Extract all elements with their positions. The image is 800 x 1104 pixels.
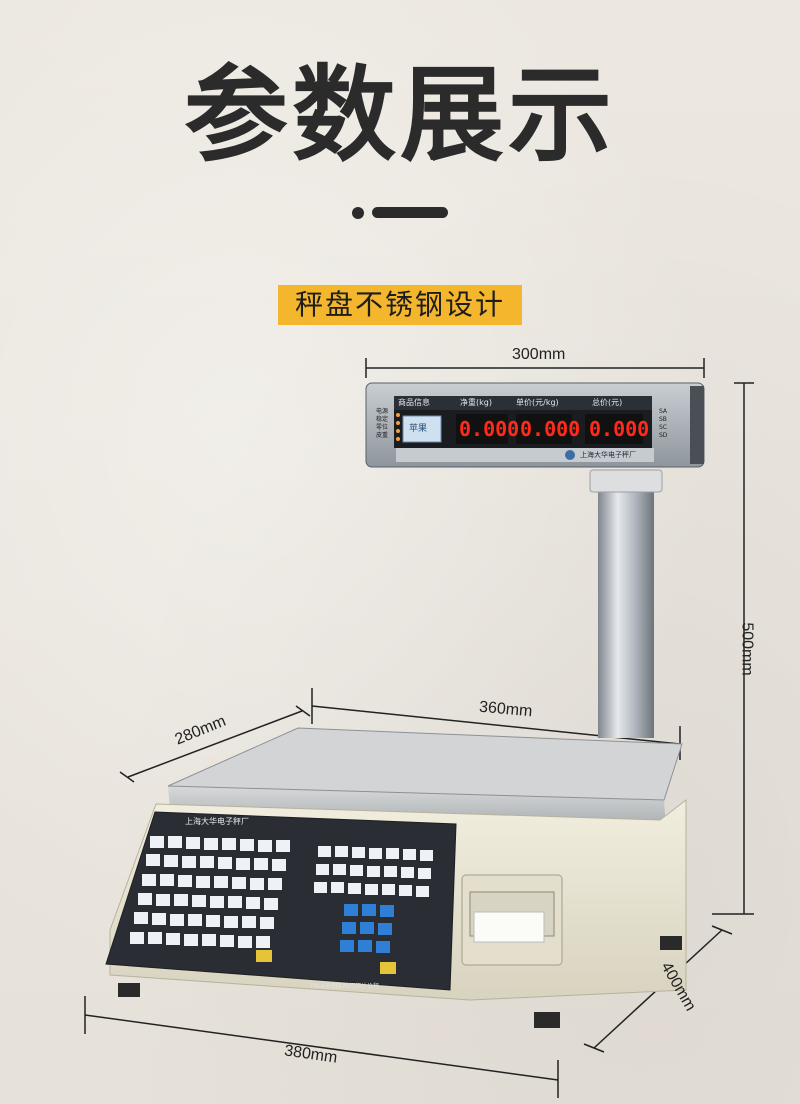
decorative-bar — [372, 207, 448, 218]
display-brand: 上海大华电子秤厂 — [580, 451, 636, 459]
display-total-value: 0.000 — [589, 417, 650, 441]
feature-badge: 秤盘不锈钢设计 — [278, 285, 522, 325]
display-header-unit-price: 单价(元/kg) — [516, 398, 559, 407]
display-header-total: 总价(元) — [592, 398, 623, 407]
keypad-right — [314, 846, 433, 897]
keypad-left — [130, 836, 290, 948]
display-label-sb: SB — [659, 416, 667, 423]
decorative-dot — [352, 207, 364, 219]
display-label-zero: 零位 — [376, 424, 389, 431]
page-title: 参数展示 — [183, 54, 616, 176]
display-label-sd: SD — [659, 432, 668, 439]
display-unit-price-value: 0.000 — [520, 417, 581, 441]
display-label-sc: SC — [659, 424, 667, 431]
customer-display — [365, 382, 705, 468]
display-weight-value: 0.000 — [459, 417, 520, 441]
display-label-power: 电源 — [376, 408, 389, 415]
display-label-stable: 稳定 — [376, 416, 389, 423]
display-label-sa: SA — [659, 408, 668, 415]
pole — [598, 478, 654, 738]
display-product-name: 苹果 — [409, 424, 428, 434]
keyboard-model: TM-A系列条码打印计价秤 — [310, 983, 379, 990]
display-label-tare: 皮重 — [376, 432, 389, 439]
display-left-labels: 电源 稳定 零位 皮重 — [376, 408, 388, 440]
dim-height: 500mm — [738, 622, 756, 676]
keypad-blue — [340, 904, 394, 953]
display-header-weight: 净重(kg) — [460, 398, 492, 407]
display-header-product: 商品信息 — [398, 398, 430, 407]
display-right-labels: SA SB SC SD — [659, 408, 667, 440]
keypad-yellow — [256, 950, 396, 974]
keyboard-brand: 上海大华电子秤厂 — [185, 817, 249, 826]
dim-display-width: 300mm — [512, 346, 566, 363]
